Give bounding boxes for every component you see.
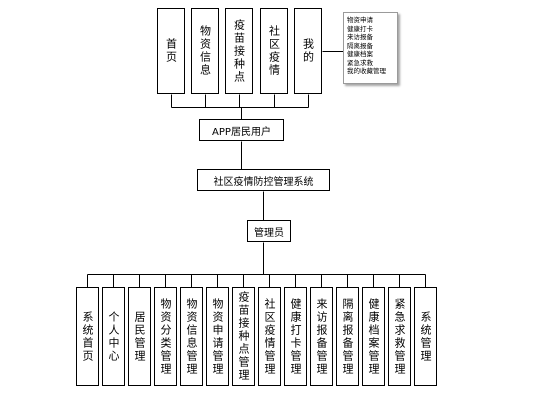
admin-module-system-home: 系统首页 <box>76 287 99 386</box>
my-submenu-item: 隔离报备 <box>347 41 373 50</box>
admin-module-community-epidemic-management: 社区疫情管理 <box>258 287 281 386</box>
admin-module-health-checkin-management: 健康打卡管理 <box>284 287 307 386</box>
admin-module-resident-management: 居民管理 <box>128 287 151 386</box>
admin-module-health-checkin-management-label: 健康打卡管理 <box>289 297 302 376</box>
app-module-supplies-info: 物资信息 <box>191 8 219 94</box>
admin-module-health-record-management-label: 健康档案管理 <box>367 297 380 376</box>
admin-module-health-record-management: 健康档案管理 <box>362 287 385 386</box>
admin-module-system-home-label: 系统首页 <box>81 310 94 363</box>
app-module-community-epidemic-label: 社区疫情 <box>267 25 281 77</box>
admin-module-vaccination-site-management-label: 疫苗接种点管理 <box>237 291 250 382</box>
admin-node: 管理员 <box>247 220 291 242</box>
my-submenu-item: 物资申请 <box>347 16 373 24</box>
admin-module-supplies-request-management-label: 物资申请管理 <box>211 297 224 376</box>
my-submenu-item: 来访报备 <box>347 33 373 41</box>
my-submenu-note: 物资申请 健康打卡 来访报备 隔离报备 健康档案 紧急求救 我的收藏管理 <box>343 12 398 84</box>
admin-module-vaccination-site-management: 疫苗接种点管理 <box>232 287 255 386</box>
admin-module-personal-center-label: 个人中心 <box>107 310 120 363</box>
my-submenu-item: 健康档案 <box>347 50 373 58</box>
admin-module-quarantine-report-management-label: 隔离报备管理 <box>341 297 354 376</box>
admin-module-resident-management-label: 居民管理 <box>133 310 146 363</box>
my-submenu-item: 紧急求救 <box>347 58 373 67</box>
admin-module-supplies-request-management: 物资申请管理 <box>206 287 229 386</box>
app-module-vaccination-sites: 疫苗接种点 <box>225 8 253 94</box>
admin-module-visitor-report-management: 来访报备管理 <box>310 287 333 386</box>
app-module-vaccination-sites-label: 疫苗接种点 <box>232 18 246 84</box>
app-module-supplies-info-label: 物资信息 <box>198 25 212 77</box>
system-label: 社区疫情防控管理系统 <box>213 176 314 188</box>
admin-module-emergency-help-management-label: 紧急求救管理 <box>393 297 406 376</box>
admin-module-system-management-label: 系统管理 <box>419 310 432 363</box>
app-module-home: 首页 <box>157 8 185 94</box>
admin-module-system-management: 系统管理 <box>414 287 437 386</box>
app-module-mine: 我的 <box>294 8 322 94</box>
admin-module-emergency-help-management: 紧急求救管理 <box>388 287 411 386</box>
app-user-node: APP居民用户 <box>199 119 284 141</box>
admin-label: 管理员 <box>254 227 284 239</box>
admin-module-visitor-report-management-label: 来访报备管理 <box>315 297 328 376</box>
admin-module-supplies-category-management-label: 物资分类管理 <box>159 297 172 376</box>
admin-module-quarantine-report-management: 隔离报备管理 <box>336 287 359 386</box>
app-module-mine-label: 我的 <box>301 38 315 64</box>
admin-module-community-epidemic-management-label: 社区疫情管理 <box>263 297 276 376</box>
app-module-home-label: 首页 <box>164 38 178 64</box>
system-node: 社区疫情防控管理系统 <box>197 169 330 191</box>
app-user-label: APP居民用户 <box>212 126 271 138</box>
my-submenu-item: 我的收藏管理 <box>347 67 386 75</box>
app-module-community-epidemic: 社区疫情 <box>260 8 288 94</box>
admin-module-supplies-info-management: 物资信息管理 <box>180 287 203 386</box>
admin-module-personal-center: 个人中心 <box>102 287 125 386</box>
connector-lines <box>87 51 426 288</box>
admin-module-supplies-info-management-label: 物资信息管理 <box>185 297 198 376</box>
admin-module-supplies-category-management: 物资分类管理 <box>154 287 177 386</box>
my-submenu-item: 健康打卡 <box>347 24 373 33</box>
